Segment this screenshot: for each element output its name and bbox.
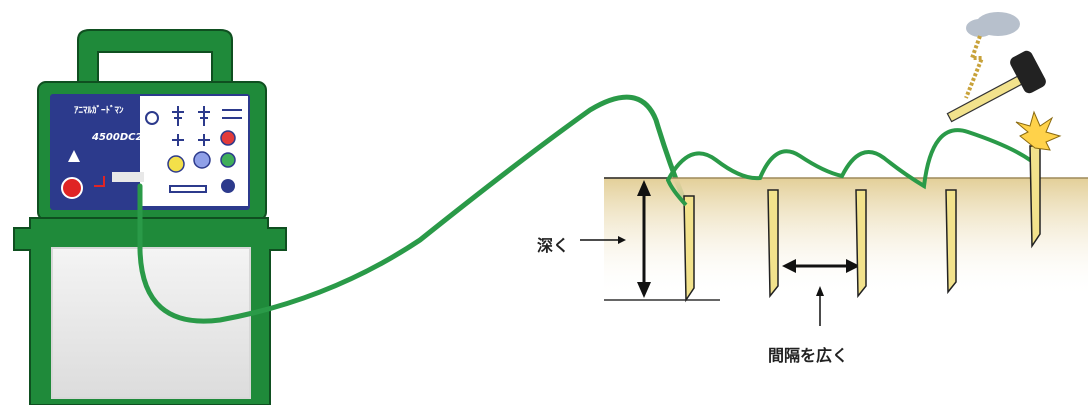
fence-energizer: [13, 29, 287, 405]
indicator-red: [220, 130, 236, 146]
indicator-blue: [193, 151, 211, 169]
ground-wire: [137, 94, 687, 324]
device-window: [51, 247, 251, 399]
lightning-icon: [964, 12, 1020, 99]
hammer-icon: [946, 50, 1046, 123]
device-brand-text: ｱﾆﾏﾙｶﾞｰﾄﾞﾏﾝ: [74, 106, 124, 116]
depth-label: 深く: [537, 236, 570, 255]
ground-rod-2: [767, 189, 779, 299]
terminal-wire-red: [94, 176, 105, 187]
ground-rod-1: [683, 195, 695, 303]
ground-rod-3: [855, 189, 867, 299]
indicator-green: [220, 152, 236, 168]
spacing-arrow: [782, 259, 860, 273]
panel-symbols: [145, 106, 242, 193]
device-model-text: 4500DC2: [92, 132, 143, 143]
spark-icon: [1015, 110, 1062, 151]
ground-rod-4: [945, 189, 957, 295]
power-button: [61, 177, 83, 199]
depth-arrow: [637, 180, 651, 298]
rod-link-wire: [666, 128, 1032, 190]
indicator-yellow: [167, 155, 185, 173]
ground-rod-5: [1029, 145, 1041, 249]
ground-rods: [683, 145, 1041, 303]
warning-triangle-icon: [68, 150, 80, 162]
terminal-plate: [112, 172, 144, 182]
device-handle: [77, 29, 233, 87]
dial-knob: [221, 179, 235, 193]
spacing-label: 間隔を広く: [768, 346, 849, 365]
